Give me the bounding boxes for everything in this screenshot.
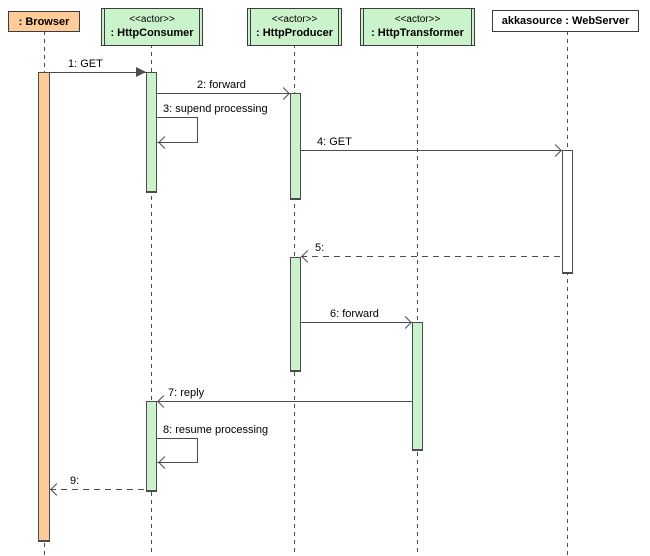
activation-producer-1 — [290, 93, 301, 200]
message-6-label: 6: forward — [330, 308, 379, 320]
message-3-label: 3: supend processing — [163, 103, 268, 115]
activation-consumer-2 — [146, 401, 157, 492]
object-box-browser: : Browser — [8, 11, 80, 32]
message-2-label: 2: forward — [197, 79, 246, 91]
object-box-httpproducer: <<actor>> : HttpProducer — [247, 8, 342, 46]
message-8-self-loop — [157, 438, 198, 463]
message-5-line — [301, 256, 562, 257]
open-arrowhead-icon — [277, 87, 290, 100]
message-2-line — [157, 93, 290, 94]
object-name-httptransformer: : HttpTransformer — [371, 27, 464, 39]
activation-consumer-1 — [146, 72, 157, 193]
open-arrowhead-icon — [301, 250, 314, 263]
open-arrowhead-icon — [399, 316, 412, 329]
message-8-label: 8: resume processing — [163, 424, 269, 436]
object-name-httpproducer: : HttpProducer — [256, 27, 333, 39]
open-arrowhead-icon — [549, 144, 562, 157]
message-9-label: 9: — [70, 475, 80, 487]
message-6-line — [301, 322, 412, 323]
stereotype-label: <<actor>> — [271, 14, 318, 25]
activation-browser — [38, 72, 50, 542]
message-4-line — [301, 150, 562, 151]
object-box-httpconsumer: <<actor>> : HttpConsumer — [101, 8, 203, 46]
message-1-label: 1: GET — [68, 58, 103, 70]
activation-webserver — [562, 150, 573, 274]
object-name-webserver: akkasource : WebServer — [501, 15, 630, 27]
activation-producer-2 — [290, 257, 301, 372]
lifeline-consumer — [151, 44, 152, 556]
object-name-httpconsumer: : HttpConsumer — [110, 27, 194, 39]
message-1-line — [50, 72, 146, 73]
object-name-browser: : Browser — [18, 15, 70, 28]
message-7-label: 7: reply — [168, 387, 205, 399]
object-box-webserver: akkasource : WebServer — [492, 10, 639, 32]
message-7-line — [157, 401, 412, 402]
object-box-httptransformer: <<actor>> : HttpTransformer — [360, 8, 475, 46]
message-5-label: 5: — [315, 242, 325, 254]
message-4-label: 4: GET — [317, 136, 352, 148]
message-3-self-loop — [157, 117, 198, 143]
stereotype-label: <<actor>> — [129, 14, 175, 25]
activation-transformer — [412, 322, 423, 451]
lifeline-webserver — [567, 31, 568, 556]
filled-arrowhead-icon — [136, 67, 146, 77]
stereotype-label: <<actor>> — [394, 14, 441, 25]
open-arrowhead-icon — [50, 483, 63, 496]
lifeline-transformer — [417, 44, 418, 556]
message-9-line — [50, 489, 146, 490]
